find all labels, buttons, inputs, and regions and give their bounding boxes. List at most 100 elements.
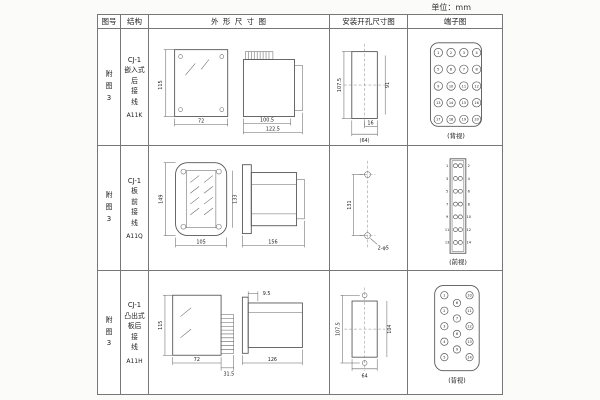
svg-text:2: 2 xyxy=(468,163,470,167)
svg-text:107.5: 107.5 xyxy=(337,78,343,92)
row1-fig-cell: 附 图 3 xyxy=(98,29,121,146)
svg-text:2: 2 xyxy=(443,309,445,313)
header-fig: 图号 xyxy=(98,15,121,29)
svg-text:5: 5 xyxy=(443,355,445,359)
svg-text:131: 131 xyxy=(347,200,353,209)
svg-text:5: 5 xyxy=(437,67,439,71)
front-dimensions: 149 133 105 xyxy=(159,161,239,247)
header-mount: 安装开孔尺寸图 xyxy=(330,15,408,29)
front-view xyxy=(172,294,234,356)
svg-text:3: 3 xyxy=(463,50,465,54)
svg-text:9: 9 xyxy=(437,84,439,88)
svg-text:7: 7 xyxy=(456,317,458,321)
svg-text:6: 6 xyxy=(450,67,453,71)
dimension-table: 图号 结构 外 形 尺 寸 图 安装开孔尺寸图 端子图 附 图 3 CJ-1 嵌… xyxy=(97,14,503,395)
view-label: (前视) xyxy=(449,257,467,266)
svg-text:9: 9 xyxy=(456,348,458,352)
row3-fig-label: 附 图 3 xyxy=(105,315,113,348)
front-dimensions: 115 72 31.5 xyxy=(158,294,234,378)
svg-text:72: 72 xyxy=(198,118,204,124)
svg-text:13: 13 xyxy=(436,101,440,105)
row2-outline-cell: 149 133 105 156 xyxy=(149,146,330,271)
svg-text:11: 11 xyxy=(462,84,466,88)
side-view xyxy=(241,296,303,354)
row2-mount-drawing: 131 2-φ5 xyxy=(347,160,389,251)
side-view xyxy=(242,163,305,234)
svg-text:4: 4 xyxy=(468,176,471,180)
svg-text:115: 115 xyxy=(158,80,164,89)
svg-text:14: 14 xyxy=(467,240,472,244)
svg-text:3: 3 xyxy=(446,176,448,180)
row1-outline-cell: 115 72 100.5 xyxy=(149,29,330,146)
svg-text:104: 104 xyxy=(387,325,393,334)
front-dimensions: 115 72 xyxy=(158,48,228,126)
svg-text:31.5: 31.5 xyxy=(223,372,234,378)
svg-text:9: 9 xyxy=(446,215,448,219)
svg-text:1: 1 xyxy=(446,163,448,167)
svg-text:8: 8 xyxy=(456,332,458,336)
row2-mount-cell: 131 2-φ5 xyxy=(330,146,408,271)
header-outline: 外 形 尺 寸 图 xyxy=(149,15,330,29)
svg-text:122.5: 122.5 xyxy=(266,126,280,132)
svg-text:149: 149 xyxy=(159,194,165,203)
svg-text:14: 14 xyxy=(467,355,472,359)
side-dimensions: 156 xyxy=(242,220,305,247)
svg-text:4: 4 xyxy=(443,340,446,344)
row2-struct-cell: CJ-1 板 前 接 线 A11Q xyxy=(121,146,149,271)
front-view xyxy=(174,48,229,117)
svg-text:6: 6 xyxy=(456,301,458,305)
row1-struct-label: CJ-1 嵌入式 后 接 线 xyxy=(124,55,145,106)
svg-text:9.5: 9.5 xyxy=(263,291,271,297)
unit-label: 单位：mm xyxy=(431,3,471,12)
svg-text:16: 16 xyxy=(474,101,479,105)
svg-text:17: 17 xyxy=(436,117,440,121)
row2-outline-drawing: 149 133 105 156 xyxy=(159,161,305,247)
row1-struct-cell: CJ-1 嵌入式 后 接 线 A11K xyxy=(121,29,149,146)
svg-text:(64): (64) xyxy=(360,138,370,144)
svg-text:19: 19 xyxy=(462,117,466,121)
svg-text:1: 1 xyxy=(443,293,445,297)
row3-struct-label: CJ-1 凸出式 板后 接 线 xyxy=(124,301,145,352)
svg-text:8: 8 xyxy=(468,202,470,206)
side-dimensions: 100.5 122.5 xyxy=(243,112,303,134)
svg-text:5: 5 xyxy=(446,189,448,193)
row3-struct-cell: CJ-1 凸出式 板后 接 线 A11H xyxy=(121,271,149,394)
svg-text:10: 10 xyxy=(467,215,472,219)
svg-text:105: 105 xyxy=(196,239,205,245)
svg-text:11: 11 xyxy=(467,309,471,313)
svg-text:115: 115 xyxy=(158,321,164,330)
svg-text:4: 4 xyxy=(475,50,478,54)
row1-fig-label: 附 图 3 xyxy=(105,70,113,102)
row3-mount-cell: 107.5 104 64 xyxy=(330,271,408,394)
svg-text:64: 64 xyxy=(362,374,368,380)
row1-model-label: A11K xyxy=(126,112,143,120)
svg-text:7: 7 xyxy=(463,67,465,71)
svg-text:91: 91 xyxy=(385,81,391,87)
svg-text:2: 2 xyxy=(450,50,452,54)
side-view xyxy=(242,50,303,117)
svg-text:10: 10 xyxy=(467,293,471,297)
svg-text:133: 133 xyxy=(233,194,239,203)
svg-text:12: 12 xyxy=(467,324,471,328)
row3-outline-cell: 115 72 31.5 9.5 xyxy=(149,271,330,394)
svg-text:126: 126 xyxy=(268,357,277,363)
header-struct: 结构 xyxy=(121,15,149,29)
svg-text:1: 1 xyxy=(437,50,439,54)
svg-text:12: 12 xyxy=(474,84,478,88)
svg-text:72: 72 xyxy=(194,357,200,363)
svg-text:11: 11 xyxy=(445,227,450,231)
side-dimensions: 9.5 126 xyxy=(242,291,303,365)
row3-model-label: A11H xyxy=(126,357,143,365)
svg-text:2-φ5: 2-φ5 xyxy=(378,245,389,251)
svg-text:100.5: 100.5 xyxy=(260,117,274,123)
svg-text:14: 14 xyxy=(449,101,454,105)
header-terminal: 端子图 xyxy=(408,15,502,29)
